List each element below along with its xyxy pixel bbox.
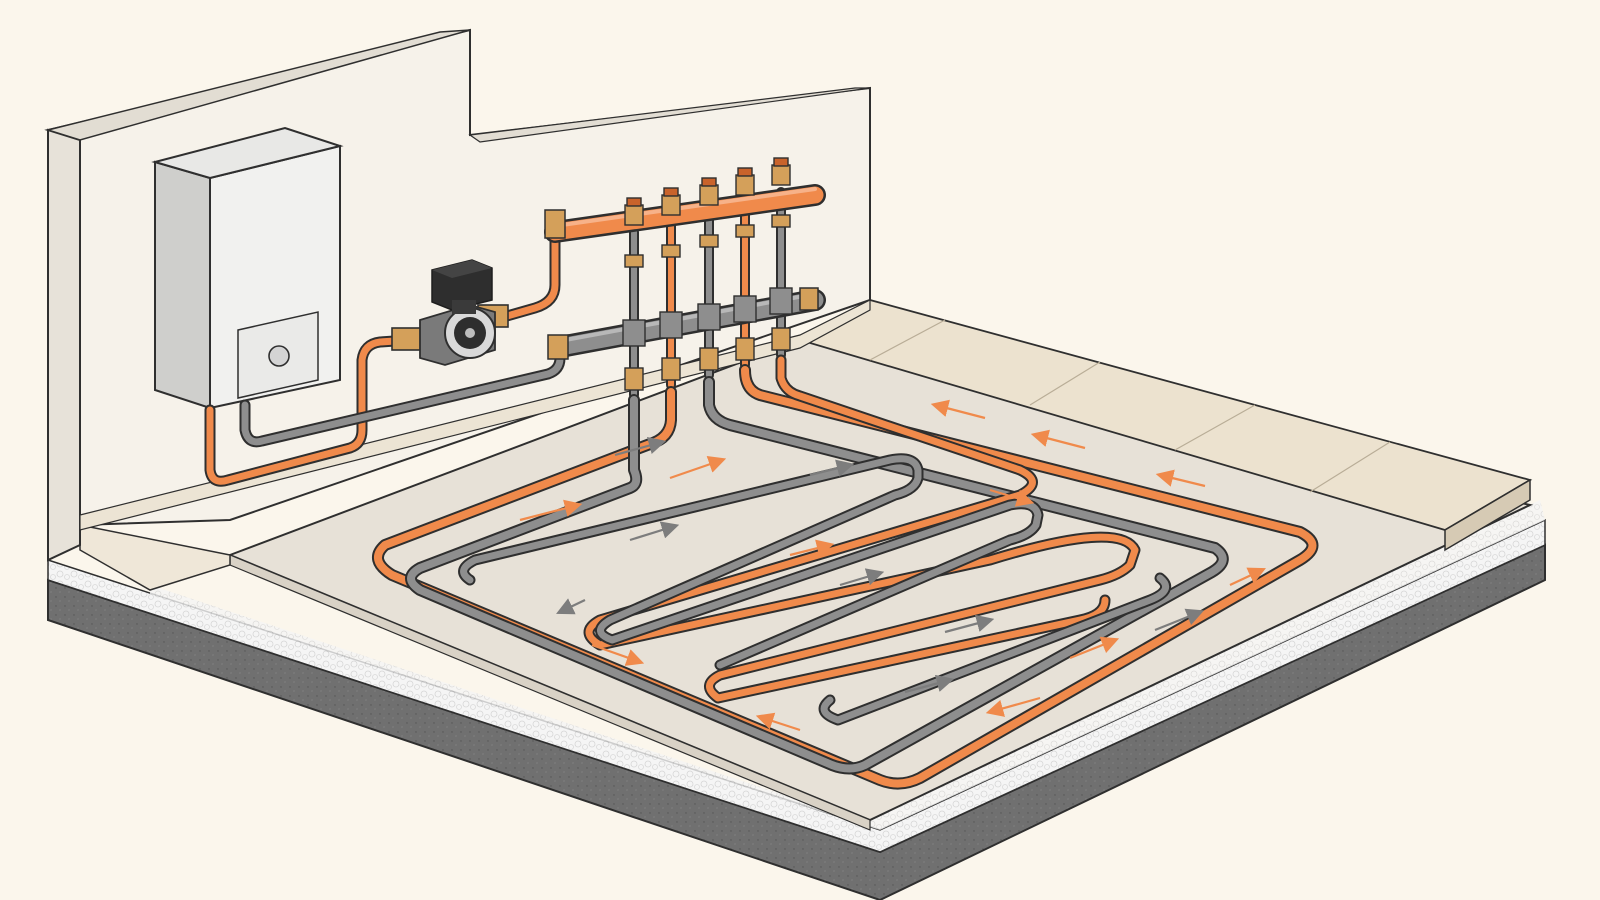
supply-flow-arrow [1155,469,1206,488]
manifold-valves [622,157,793,391]
return-flow-arrow [839,568,885,587]
supply-flow-arrow [985,696,1041,717]
boiler-dial-icon [268,345,290,367]
return-flow-arrow [614,437,667,457]
return-flow-arrow [556,598,586,615]
supply-flow-arrow [519,499,583,522]
insulation-layer [47,500,1546,853]
supply-flow-arrow [669,456,727,480]
return-flow-arrow [629,521,680,542]
supply-flow-arrow [755,712,801,732]
circulation-pump [391,259,509,366]
flow-arrows [519,399,1266,732]
supply-flow-arrow [789,539,835,557]
return-flow-arrow [809,459,855,477]
supply-flow-arrow [591,643,645,666]
boiler-pipes [204,219,566,487]
supply-flow-arrow [930,399,986,420]
return-flow-arrow [904,674,955,694]
return-flow-arrow [944,614,995,634]
supply-flow-arrow [989,488,1035,507]
supply-flow-arrow [1030,429,1086,450]
boiler [151,126,344,410]
supply-flow-arrow [1229,567,1266,586]
return-flow-arrow [1154,608,1205,632]
supply-flow-arrow [1069,636,1120,660]
supply-manifold [544,184,826,243]
